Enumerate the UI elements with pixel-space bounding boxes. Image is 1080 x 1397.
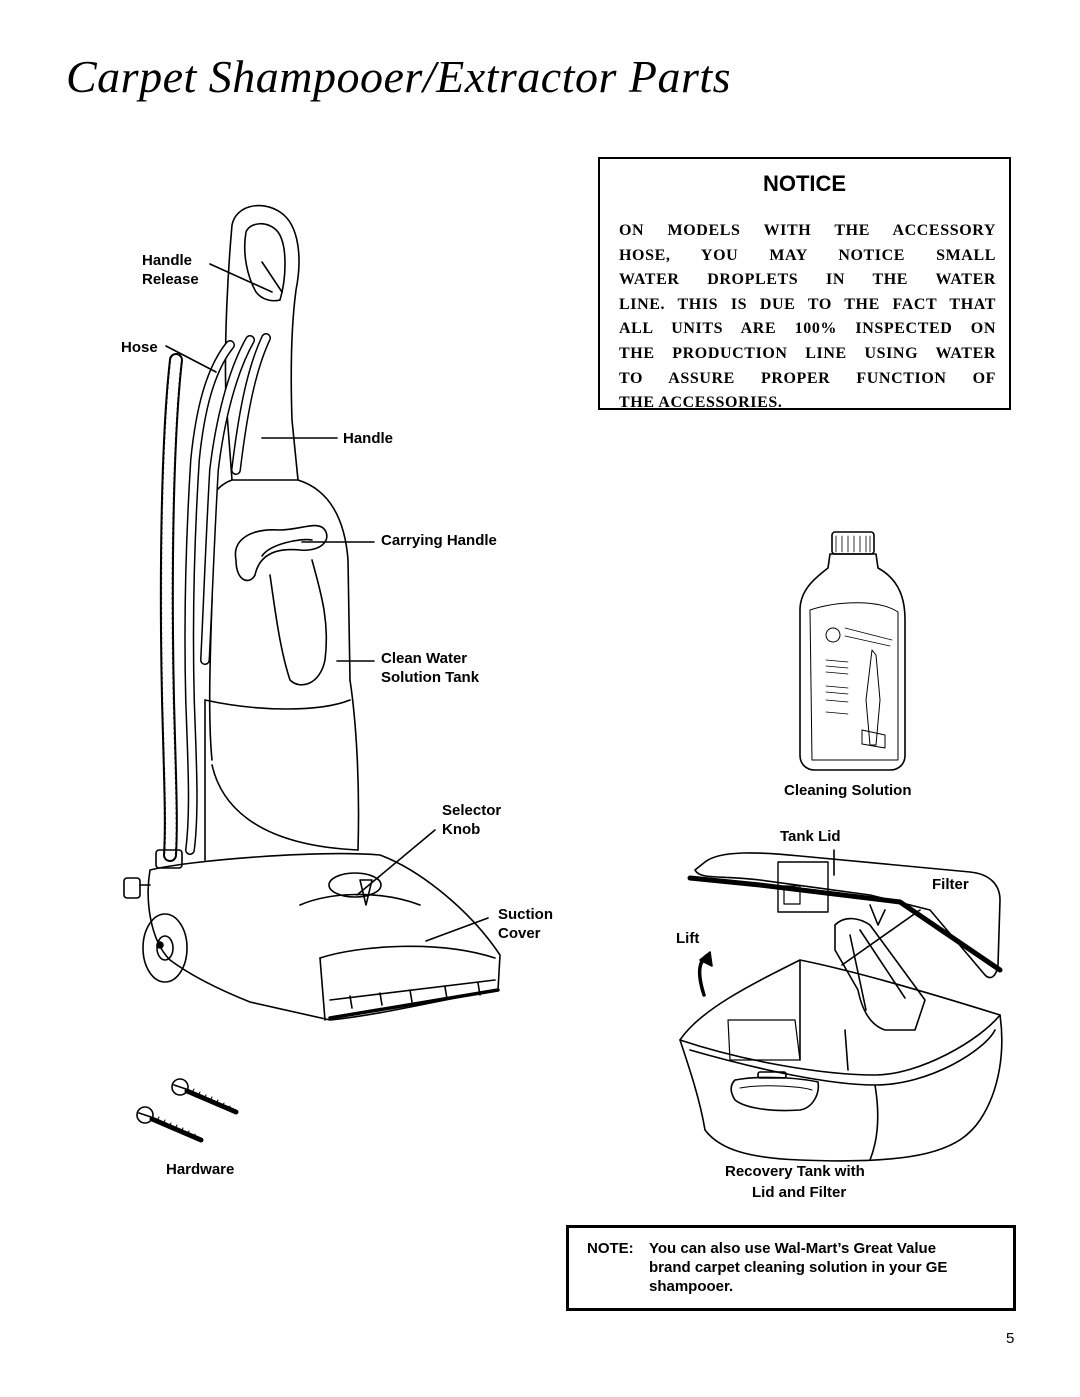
notice-line: THE ACCESSORIES. — [619, 394, 783, 412]
hardware-screws-illustration — [136, 1078, 239, 1143]
label-lift: Lift — [676, 930, 700, 947]
recovery-tank-illustration — [679, 852, 1003, 1162]
leader-filter — [841, 909, 921, 966]
notice-box: NOTICE ON MODELS WITH THE ACCESSORY HOSE… — [598, 157, 1011, 411]
notice-line: TO ASSURE PROPER FUNCTION OF — [619, 369, 996, 387]
page-number: 5 — [1006, 1330, 1015, 1347]
note-line: You can also use Wal-Mart’s Great Value — [649, 1240, 937, 1257]
notice-line: THE PRODUCTION LINE USING WATER — [619, 344, 996, 362]
note-text: NOTE: You can also use Wal-Mart’s Great … — [587, 1239, 1003, 1296]
note-box: NOTE: You can also use Wal-Mart’s Great … — [566, 1225, 1016, 1311]
cleaning-solution-bottle-illustration — [799, 531, 906, 771]
leader-handle-release — [209, 263, 273, 293]
notice-line: ON MODELS WITH THE ACCESSORY — [619, 222, 996, 239]
note-line: brand carpet cleaning solution in your G… — [649, 1259, 948, 1276]
label-recovery-line1: Recovery Tank with — [725, 1163, 865, 1180]
page-title: Carpet Shampooer/Extractor Parts — [66, 51, 732, 102]
label-suction-line1: Suction — [498, 906, 553, 923]
notice-line: HOSE, YOU MAY NOTICE SMALL — [619, 246, 996, 264]
notice-line: WATER DROPLETS IN THE WATER — [619, 271, 996, 289]
notice-heading: NOTICE — [762, 171, 847, 196]
note-prefix: NOTE: — [587, 1240, 634, 1257]
notice-line: LINE. THIS IS DUE TO THE FACT THAT — [619, 295, 996, 313]
label-tank-lid: Tank Lid — [780, 828, 841, 845]
label-carrying-handle: Carrying Handle — [381, 532, 497, 549]
leader-selector — [356, 829, 436, 896]
label-handle-release-line1: Handle — [142, 252, 193, 269]
label-recovery-line2: Lid and Filter — [752, 1184, 847, 1201]
label-suction-line2: Cover — [498, 925, 541, 942]
label-selector-line2: Knob — [442, 821, 481, 838]
label-clean-water-line1: Clean Water — [381, 650, 468, 667]
leader-suction — [425, 917, 489, 942]
note-line: shampooer. — [649, 1278, 734, 1295]
label-handle-release-line2: Release — [142, 271, 199, 288]
shampooer-illustration — [123, 204, 501, 1021]
label-hose: Hose — [121, 339, 158, 356]
label-selector-line1: Selector — [442, 802, 502, 819]
leader-hose — [165, 345, 217, 373]
label-filter: Filter — [932, 876, 969, 893]
label-cleaning-solution: Cleaning Solution — [784, 782, 912, 799]
label-clean-water-line2: Solution Tank — [381, 669, 480, 686]
label-handle: Handle — [343, 430, 394, 447]
notice-body: ON MODELS WITH THE ACCESSORY HOSE, YOU M… — [619, 219, 996, 416]
notice-line: ALL UNITS ARE 100% INSPECTED ON — [619, 320, 996, 338]
label-hardware: Hardware — [166, 1161, 235, 1178]
